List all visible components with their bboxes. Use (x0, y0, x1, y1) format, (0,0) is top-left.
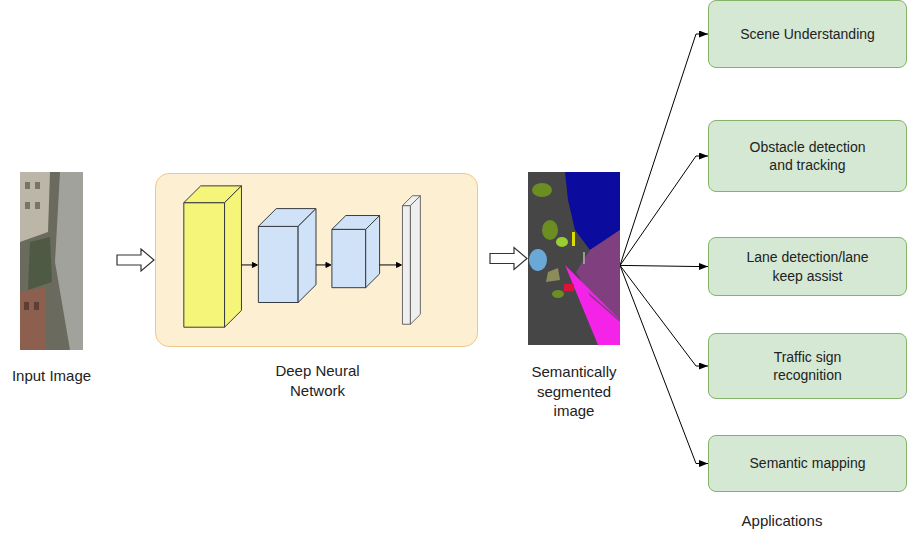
layer-arrows (241, 262, 401, 267)
image-caption: Semantically segmented image (524, 362, 624, 421)
network-layers (156, 174, 477, 346)
application-box: Scene Understanding (708, 0, 907, 68)
layer-cuboids (184, 186, 421, 327)
application-box: Lane detection/lane keep assist (708, 237, 907, 296)
street-photo (20, 172, 83, 350)
input-image: Input Image (20, 172, 83, 350)
network-box: Deep Neural Network (155, 173, 478, 347)
application-box: Obstacle detection and tracking (708, 120, 907, 192)
application-box: Traffic sign recognition (708, 333, 907, 399)
box-label: Semantic mapping (750, 454, 866, 472)
fan-connector (620, 34, 708, 265)
segmentation-map (528, 172, 620, 345)
fan-connector (620, 265, 708, 266)
image-caption: Input Image (0, 366, 107, 386)
box-label: Traffic sign recognition (738, 348, 878, 384)
box-label: Scene Understanding (740, 25, 875, 43)
fan-connector (620, 265, 708, 463)
application-box: Semantic mapping (708, 435, 907, 492)
segmentation-regions (528, 172, 620, 345)
label-holder: Applications (742, 512, 823, 529)
image-caption: Deep Neural Network (263, 361, 373, 400)
fan-connector (620, 265, 708, 366)
group-label: Applications (742, 512, 823, 529)
box-label: Obstacle detection and tracking (738, 138, 878, 174)
block-arrow (117, 249, 154, 271)
fan-connector (620, 156, 708, 265)
box-label: Lane detection/lane keep assist (738, 248, 878, 284)
segmented-image: Semantically segmented image (528, 172, 620, 345)
street-photo-shapes (20, 172, 83, 350)
block-arrow (490, 248, 527, 270)
